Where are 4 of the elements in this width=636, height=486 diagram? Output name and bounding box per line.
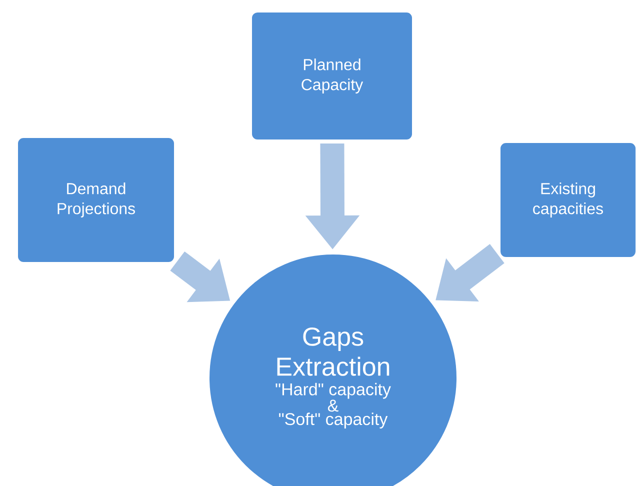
- process-box: Demand Projections: [17, 137, 175, 263]
- circle-node: Gaps Extraction "Hard" capacity & "Soft" capacity: [208, 254, 458, 486]
- process-box: Existing capacities: [500, 142, 636, 258]
- process-box: Planned Capacity: [251, 12, 413, 140]
